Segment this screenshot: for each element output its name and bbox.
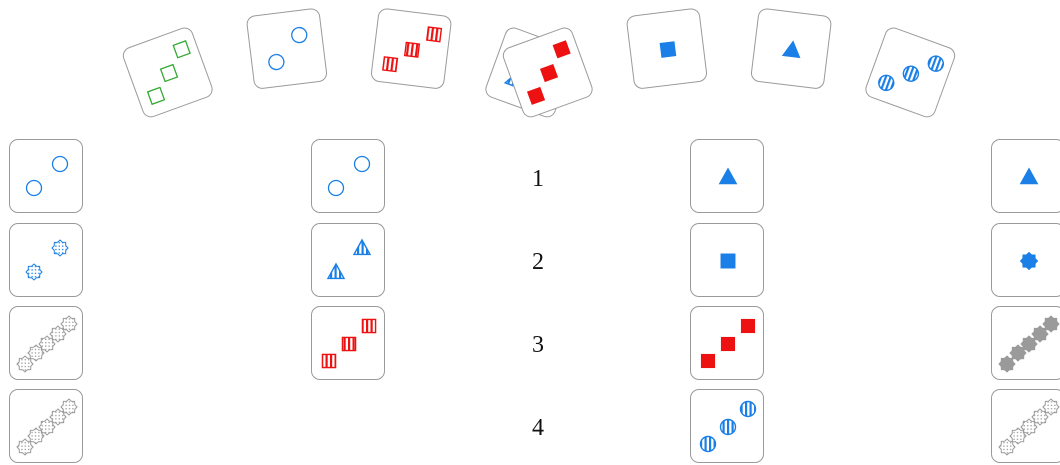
col2-card-row1[interactable] (311, 139, 385, 213)
circle-symbol (721, 420, 736, 435)
square-symbol (541, 65, 558, 82)
col1-card-row1[interactable] (9, 139, 83, 213)
card-symbols (992, 224, 1060, 297)
col4-card-row2[interactable] (991, 223, 1060, 297)
fan-right-card-2[interactable] (626, 7, 708, 89)
triangle-symbol (1021, 169, 1038, 184)
square-symbol (148, 87, 165, 104)
square-symbol (660, 42, 676, 58)
circle-symbol (268, 54, 285, 71)
square-symbol (342, 337, 355, 350)
square-symbol (173, 41, 190, 58)
card-symbols (992, 390, 1060, 463)
card-symbols (863, 26, 957, 120)
triangle-symbol (328, 264, 344, 278)
circle-symbol (329, 181, 344, 196)
triangle-symbol (720, 169, 737, 184)
square-symbol (721, 254, 735, 268)
card-symbols (312, 224, 385, 297)
fan-right-card-3[interactable] (750, 7, 832, 89)
card-symbols (10, 390, 83, 463)
circle-symbol (53, 157, 68, 172)
circle-symbol (355, 157, 370, 172)
card-symbols (247, 8, 328, 90)
card-symbols (371, 9, 453, 90)
square-symbol (383, 57, 398, 72)
card-symbols (691, 307, 764, 380)
card-symbols (312, 140, 385, 213)
circle-symbol (741, 402, 756, 417)
triangle-symbol (783, 40, 802, 57)
fan-left-card-2[interactable] (246, 7, 328, 89)
card-symbols (691, 224, 764, 297)
card-symbols (691, 140, 764, 213)
gear-symbol (61, 316, 77, 332)
row-label-2: 2 (518, 249, 558, 276)
circle-symbol (701, 437, 716, 452)
square-symbol (528, 87, 545, 104)
square-symbol (161, 65, 178, 82)
triangle-symbol (354, 240, 370, 254)
card-symbols (312, 307, 385, 380)
col3-card-row3[interactable] (690, 306, 764, 380)
col4-card-row4[interactable] (991, 389, 1060, 463)
square-symbol (701, 354, 714, 367)
circle-symbol (27, 181, 42, 196)
col1-card-row4[interactable] (9, 389, 83, 463)
gear-symbol (1043, 316, 1059, 332)
col1-card-row2[interactable] (9, 223, 83, 297)
row-label-1: 1 (518, 166, 558, 193)
circle-symbol (926, 54, 945, 73)
square-symbol (362, 319, 375, 332)
col4-card-row3[interactable] (991, 306, 1060, 380)
col2-card-row3[interactable] (311, 306, 385, 380)
card-symbols (627, 8, 708, 90)
row-label-4: 4 (518, 415, 558, 442)
col3-card-row1[interactable] (690, 139, 764, 213)
col3-card-row2[interactable] (690, 223, 764, 297)
square-symbol (741, 319, 754, 332)
fan-left-card-1[interactable] (120, 25, 215, 120)
gear-symbol (61, 399, 77, 415)
card-symbols (992, 140, 1060, 213)
card-symbols (992, 307, 1060, 380)
circle-symbol (901, 64, 920, 83)
card-symbols (10, 224, 83, 297)
card-symbols (122, 26, 216, 120)
fan-left-card-3[interactable] (370, 7, 452, 89)
col1-card-row3[interactable] (9, 306, 83, 380)
gear-symbol (1021, 253, 1038, 270)
square-symbol (553, 41, 570, 58)
square-symbol (721, 337, 734, 350)
circle-symbol (877, 73, 896, 92)
gear-symbol (52, 240, 68, 256)
square-symbol (322, 354, 335, 367)
square-symbol (405, 42, 420, 57)
fan-right-card-4[interactable] (863, 25, 958, 120)
circle-symbol (291, 27, 308, 44)
gear-symbol (26, 264, 42, 280)
col2-card-row2[interactable] (311, 223, 385, 297)
card-symbols (751, 9, 833, 90)
row-label-3: 3 (518, 332, 558, 359)
card-symbols (10, 307, 83, 380)
gear-symbol (1043, 399, 1059, 415)
col3-card-row4[interactable] (690, 389, 764, 463)
col4-card-row1[interactable] (991, 139, 1060, 213)
square-symbol (427, 27, 442, 42)
card-symbols (10, 140, 83, 213)
card-symbols (691, 390, 764, 463)
